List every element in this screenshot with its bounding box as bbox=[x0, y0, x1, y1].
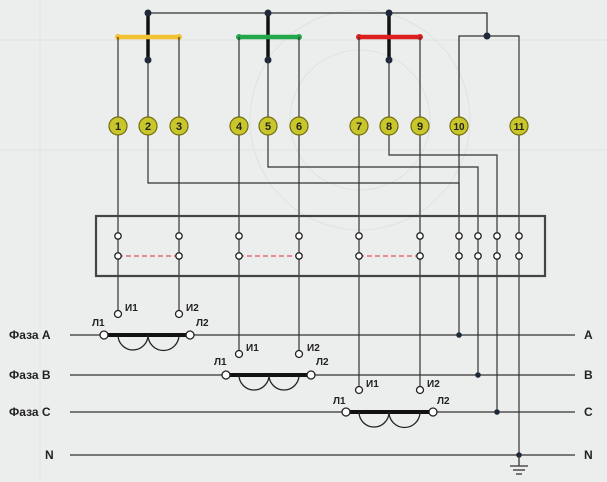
terminal-2-label: 2 bbox=[145, 121, 151, 133]
terminal-6-label: 6 bbox=[296, 121, 302, 133]
junction-node bbox=[264, 9, 272, 17]
terminal-9: 9 bbox=[410, 116, 430, 136]
terminal-4-label: 4 bbox=[236, 121, 243, 133]
ct-a-out1-label: Л1 bbox=[92, 318, 105, 329]
terminal-3-label: 3 bbox=[176, 121, 182, 133]
busbar-group bbox=[115, 9, 520, 126]
ct-c-out2-label: Л2 bbox=[437, 396, 450, 407]
terminal-1: 1 bbox=[108, 116, 128, 136]
neutral-left-label: N bbox=[45, 448, 54, 462]
phase-a-left-label: Фаза А bbox=[9, 328, 51, 342]
phase-lines bbox=[70, 334, 575, 456]
terminal-3: 3 bbox=[169, 116, 189, 136]
terminal-5: 5 bbox=[258, 116, 278, 136]
ct-b-in1-label: И1 bbox=[246, 343, 259, 354]
terminal-1-label: 1 bbox=[115, 121, 121, 133]
phase-b-left-label: Фаза В bbox=[9, 368, 51, 382]
phase-c-right-label: С bbox=[584, 405, 593, 419]
terminal-10-label: 10 bbox=[453, 122, 465, 133]
phase-labels: Фаза А Фаза В Фаза С N А В С N bbox=[9, 328, 593, 462]
ct-a-in2-label: И2 bbox=[186, 303, 199, 314]
phase-c-left-label: Фаза С bbox=[9, 405, 51, 419]
terminal-9-label: 9 bbox=[417, 121, 423, 133]
terminal-row: 1 2 3 4 5 6 7 8 bbox=[108, 116, 529, 136]
ct-a-in1-label: И1 bbox=[125, 303, 138, 314]
terminal-7: 7 bbox=[349, 116, 369, 136]
ct-b-in2-label: И2 bbox=[307, 343, 320, 354]
ct-c-in2-label: И2 bbox=[427, 379, 440, 390]
ground-icon bbox=[510, 455, 528, 475]
current-transformer-b: И1 И2 Л1 Л2 bbox=[214, 343, 329, 391]
current-transformer-c: И1 И2 Л1 Л2 bbox=[333, 379, 450, 429]
line-nodes bbox=[456, 332, 522, 458]
terminal-11: 11 bbox=[509, 116, 529, 136]
phase-b-right-label: В bbox=[584, 368, 593, 382]
ct-b-out2-label: Л2 bbox=[316, 357, 329, 368]
terminal-6: 6 bbox=[289, 116, 309, 136]
terminal-8: 8 bbox=[379, 116, 399, 136]
terminal-8-label: 8 bbox=[386, 121, 392, 133]
terminal-11-label: 11 bbox=[514, 122, 525, 133]
terminal-5-label: 5 bbox=[265, 121, 271, 133]
terminal-4: 4 bbox=[229, 116, 249, 136]
ct-b-out1-label: Л1 bbox=[214, 357, 227, 368]
junction-node bbox=[483, 32, 491, 40]
phase-a-right-label: А bbox=[584, 328, 593, 342]
terminal-7-label: 7 bbox=[356, 121, 362, 133]
junction-node bbox=[144, 9, 152, 17]
terminal-2: 2 bbox=[138, 116, 158, 136]
neutral-right-label: N bbox=[584, 448, 593, 462]
ct-c-out1-label: Л1 bbox=[333, 396, 346, 407]
junction-node bbox=[385, 9, 393, 17]
ct-a-out2-label: Л2 bbox=[196, 318, 209, 329]
meter-terminal-block bbox=[94, 214, 547, 278]
current-transformer-a: И1 И2 Л1 Л2 bbox=[92, 303, 209, 352]
terminal-10: 10 bbox=[449, 116, 469, 136]
ct-c-in1-label: И1 bbox=[366, 379, 379, 390]
